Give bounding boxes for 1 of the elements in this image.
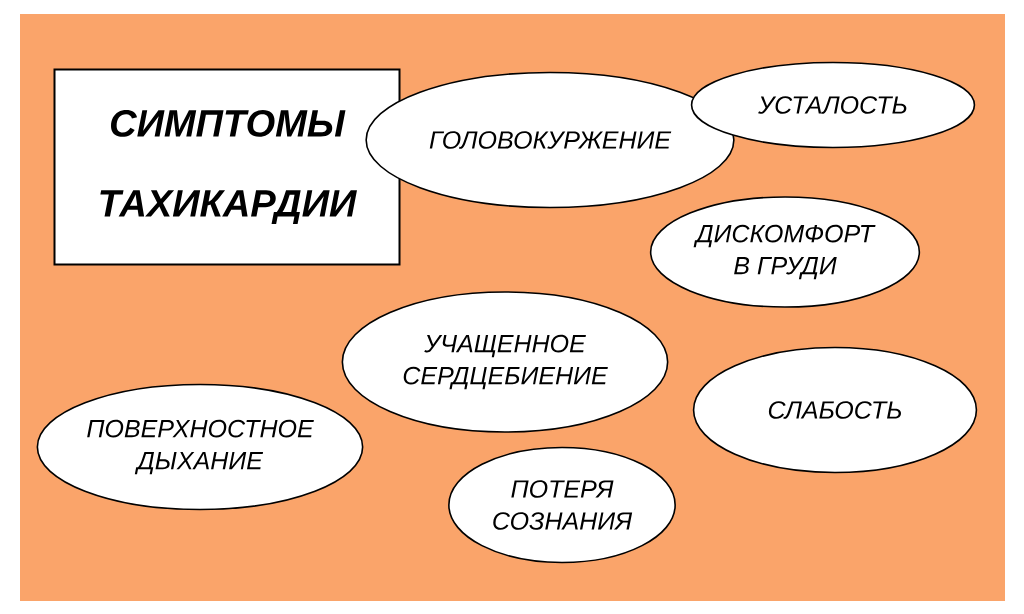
title-box: СИМПТОМЫ ТАХИКАРДИИ xyxy=(53,68,401,266)
